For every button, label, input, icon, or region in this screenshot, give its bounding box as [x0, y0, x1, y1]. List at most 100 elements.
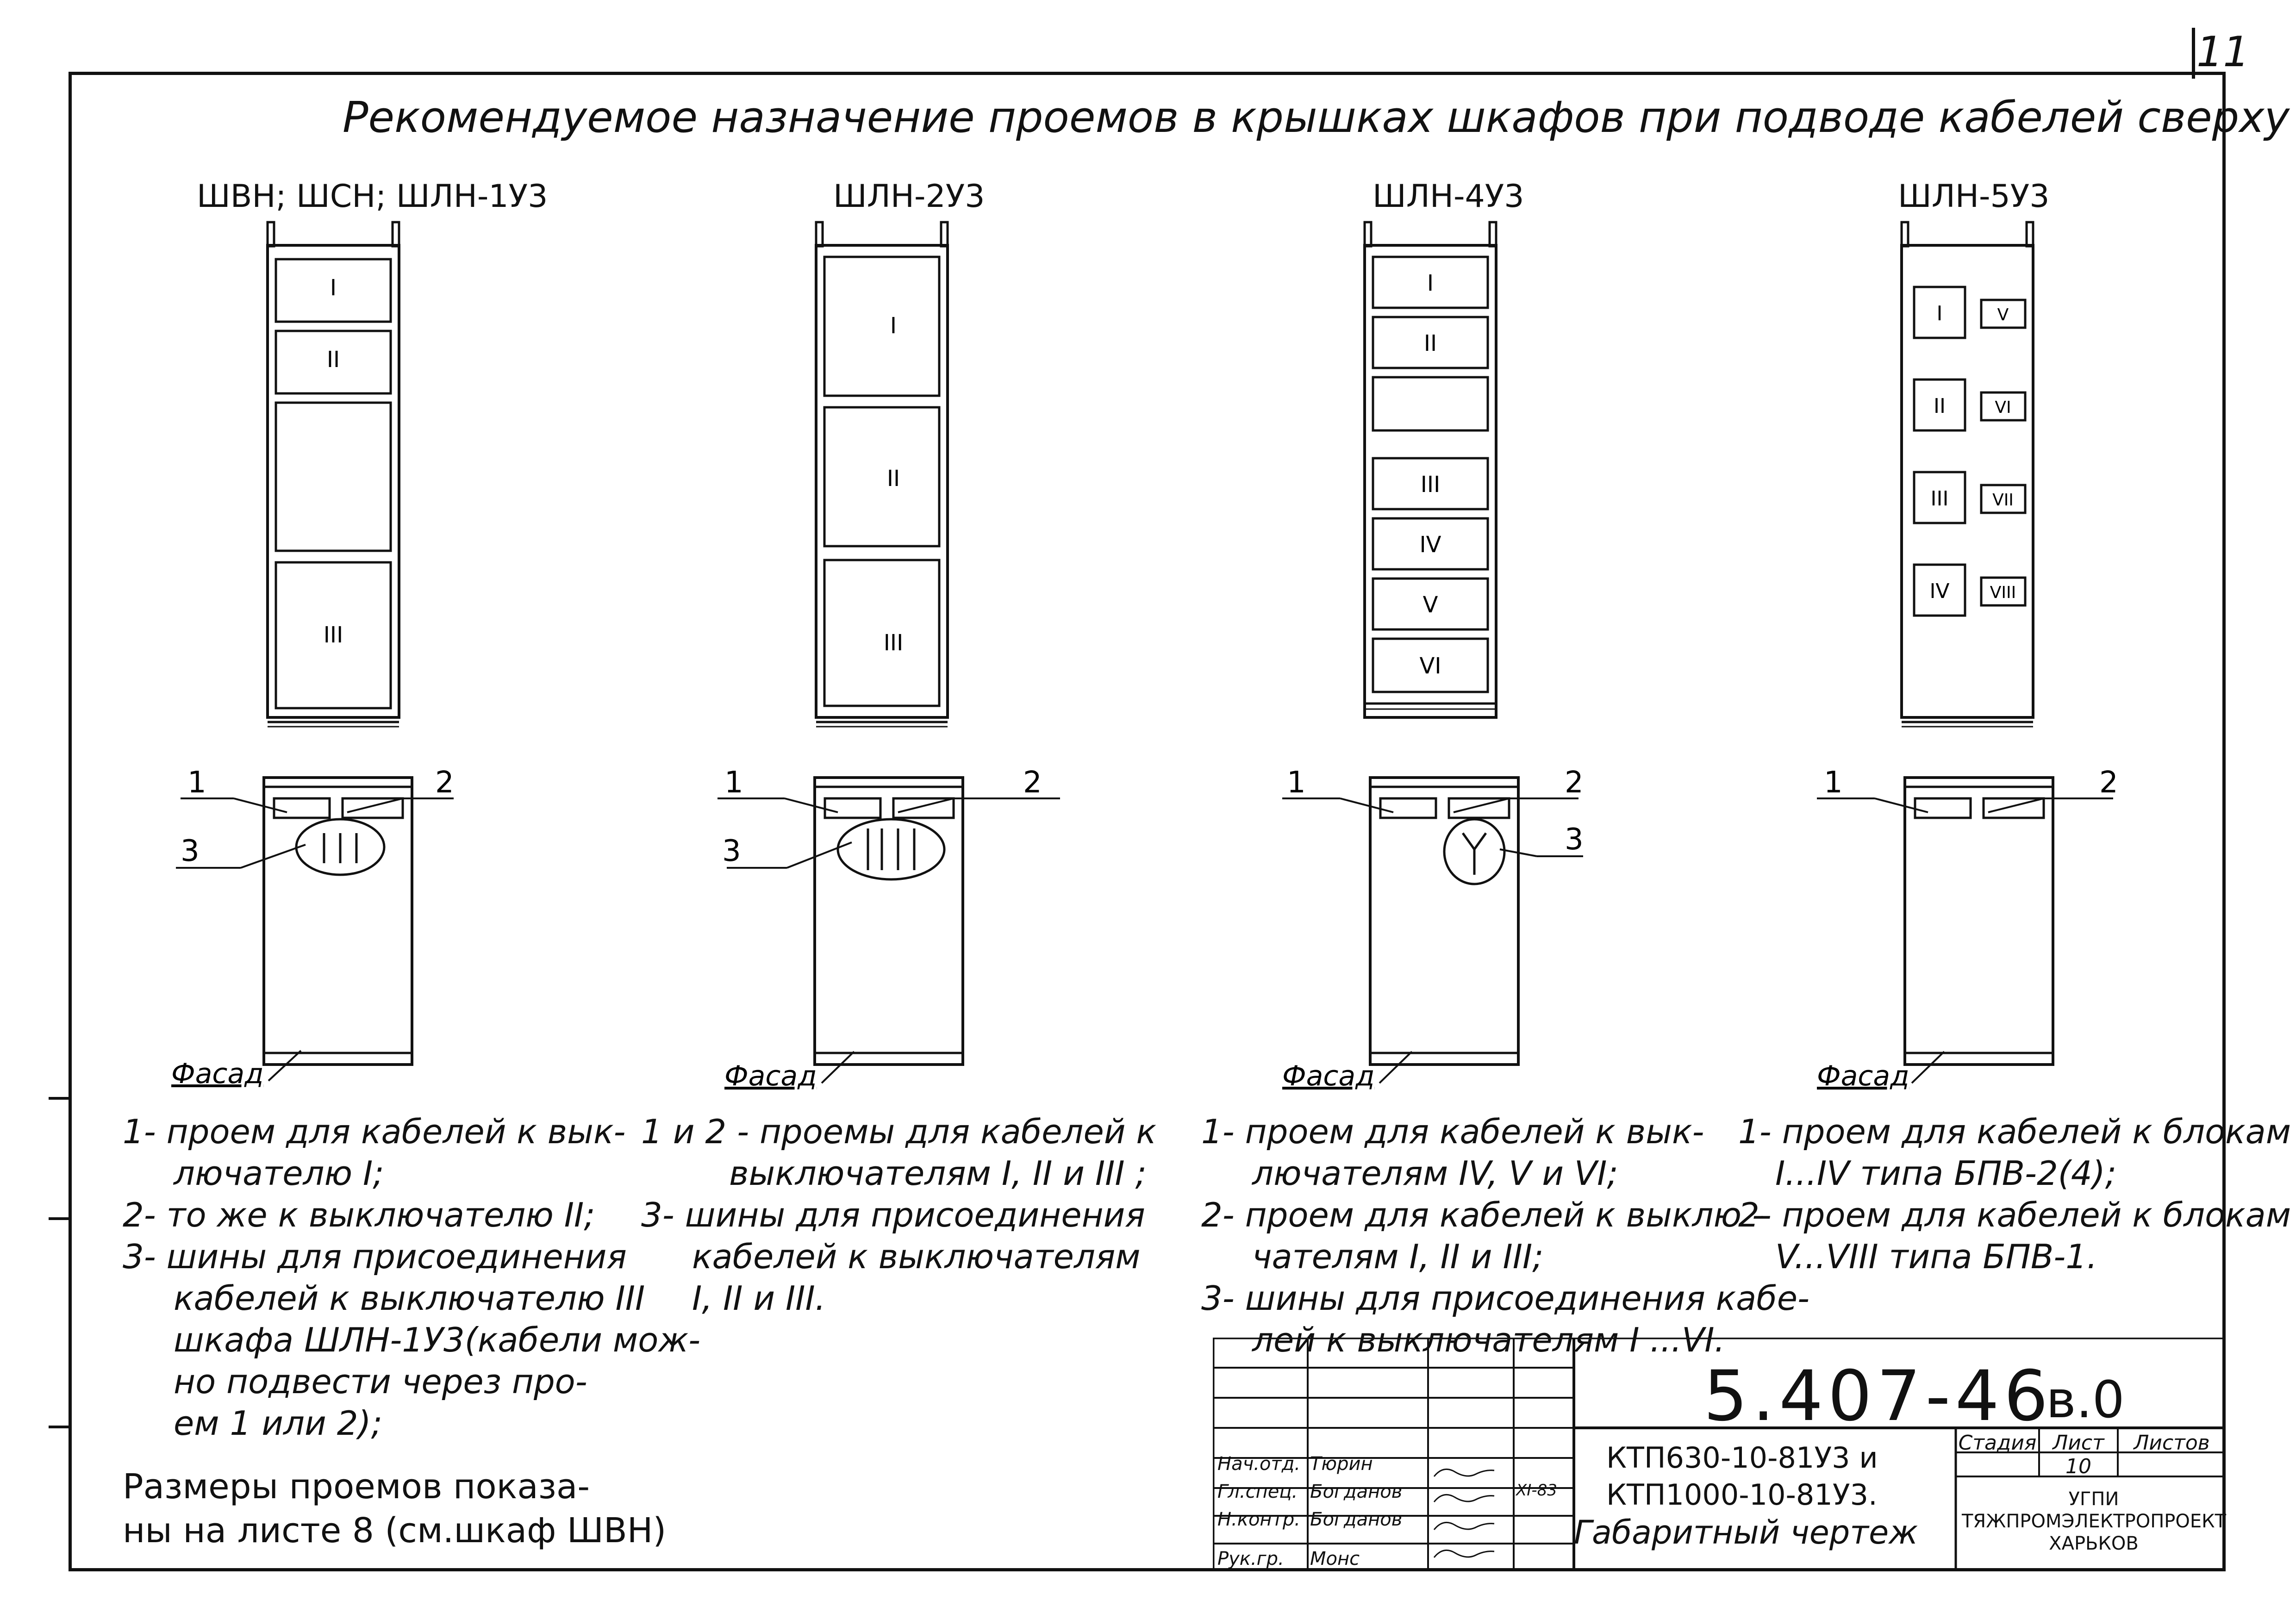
- note-line: 3- шины для присоединения кабе-: [1201, 1279, 1809, 1318]
- stage-header: Стадия: [1958, 1431, 2037, 1455]
- callout-3: 3: [1565, 822, 1584, 857]
- opening-label: II: [1934, 394, 1946, 418]
- cabinet-2-notes: 1 и 2 - проемы для кабелей к выключателя…: [641, 1111, 1156, 1319]
- opening-label: IV: [1420, 532, 1441, 558]
- opening-label: I: [1427, 270, 1434, 296]
- note-line: ны на листе 8 (см.шкаф ШВН): [123, 1511, 667, 1551]
- opening-label: III: [884, 630, 903, 656]
- note-line: 3- шины для присоединения: [641, 1196, 1145, 1234]
- signature-name: Богданов: [1310, 1509, 1403, 1530]
- signature-role: Рук.гр.: [1217, 1548, 1284, 1569]
- opening-label: VIII: [1990, 583, 2016, 602]
- facade-label: Фасад: [724, 1060, 817, 1092]
- opening-label: VII: [1992, 491, 2014, 510]
- callout-3: 3: [181, 834, 200, 868]
- callout-2: 2: [2099, 766, 2118, 800]
- opening-label: I: [890, 313, 897, 339]
- note-line: лючателям IV, V и VI;: [1252, 1154, 1618, 1193]
- opening-label: III: [1931, 487, 1949, 511]
- note-line: кабелей к выключателю III: [174, 1279, 645, 1318]
- document-name-line: КТП630-10-81У3 и: [1606, 1441, 1878, 1475]
- opening-label: I: [330, 275, 337, 301]
- note-line: 2- то же к выключателю II;: [123, 1196, 595, 1234]
- opening-label: III: [1421, 472, 1440, 498]
- callout-2: 2: [1023, 766, 1042, 800]
- sheet-value: 10: [2065, 1455, 2091, 1478]
- cabinet-4-facade: 1 2 Фасад: [1817, 766, 2118, 1092]
- cabinet-3-facade: 1 2 3 Фасад: [1282, 766, 1584, 1092]
- opening-label: VI: [1420, 653, 1441, 679]
- note-line: Размеры проемов показа-: [123, 1467, 590, 1507]
- cabinet-4-title: ШЛН-5У3: [1898, 178, 2050, 215]
- note-line: кабелей к выключателям: [692, 1237, 1141, 1276]
- document-name-line: КТП1000-10-81У3.: [1606, 1478, 1878, 1512]
- facade-label: Фасад: [1817, 1060, 1909, 1092]
- callout-1: 1: [724, 766, 743, 800]
- sheet-number: 11: [2196, 28, 2250, 76]
- cabinet-1-top-view: I II III: [266, 221, 400, 728]
- cabinet-3-notes: 1- проем для кабелей к вык- лючателям IV…: [1201, 1111, 1809, 1361]
- signature-role: Нач.отд.: [1217, 1453, 1301, 1475]
- document-type: Габаритный чертеж: [1574, 1513, 1918, 1551]
- note-line: I, II и III.: [692, 1279, 826, 1318]
- note-line: ем 1 или 2);: [174, 1404, 382, 1443]
- note-line: I...IV типа БПВ-2(4);: [1775, 1154, 2117, 1193]
- opening-label: IV: [1929, 579, 1949, 603]
- sheet-header: Лист: [2053, 1431, 2104, 1455]
- document-code: 5.407-46: [1703, 1356, 2053, 1437]
- opening-label: II: [1424, 330, 1437, 356]
- note-line: 2- проем для кабелей к выклю -: [1201, 1196, 1764, 1234]
- note-line: выключателям I, II и III ;: [729, 1154, 1147, 1193]
- opening-label: V: [1997, 305, 2009, 324]
- signature-date: XI-83: [1516, 1481, 1557, 1500]
- note-line: лючателю I;: [174, 1154, 384, 1193]
- cabinet-2-facade: 1 2 3 Фасад: [718, 766, 1060, 1092]
- note-line: 1- проем для кабелей к вык-: [1201, 1112, 1704, 1151]
- cabinet-2-title: ШЛН-2У3: [833, 178, 985, 215]
- note-line: чателям I, II и III;: [1252, 1237, 1544, 1276]
- document-variant: в.0: [2046, 1370, 2125, 1429]
- cabinet-3-top-view: I II III IV V VI: [1363, 221, 1497, 719]
- opening-label: VI: [1995, 398, 2011, 417]
- note-line: 3- шины для присоединения: [123, 1237, 627, 1276]
- organization: УГПИ ТЯЖПРОМЭЛЕКТРОПРОЕКТ ХАРЬКОВ: [1962, 1488, 2226, 1555]
- cabinet-1-title: ШВН; ШСН; ШЛН-1У3: [197, 178, 548, 215]
- organization-line: УГПИ: [2068, 1488, 2119, 1510]
- note-line: шкафа ШЛН-1У3(кабели мож-: [174, 1320, 701, 1359]
- cabinet-1-facade: 1 2 3 Фасад: [171, 766, 454, 1090]
- callout-1: 1: [187, 766, 206, 800]
- cabinet-4-notes: 1- проем для кабелей к блокам I...IV тип…: [1738, 1111, 2291, 1277]
- facade-label: Фасад: [171, 1058, 264, 1090]
- facade-label: Фасад: [1282, 1060, 1375, 1092]
- size-reference-note: Размеры проемов показа- ны на листе 8 (с…: [123, 1465, 666, 1553]
- sheets-header: Листов: [2134, 1431, 2210, 1455]
- note-line: 1- проем для кабелей к вык-: [123, 1112, 626, 1151]
- organization-line: ТЯЖПРОМЭЛЕКТРОПРОЕКТ: [1962, 1511, 2227, 1532]
- note-line: 2- проем для кабелей к блокам: [1738, 1196, 2291, 1234]
- callout-2: 2: [1565, 766, 1584, 800]
- callout-1: 1: [1287, 766, 1306, 800]
- sheet-number-divider: [2192, 28, 2195, 79]
- opening-label: II: [327, 347, 340, 373]
- callout-2: 2: [435, 766, 454, 800]
- note-line: 1- проем для кабелей к блокам: [1738, 1112, 2291, 1151]
- opening-label: I: [1937, 302, 1943, 325]
- callout-1: 1: [1824, 766, 1843, 800]
- cabinet-4-top-view: I II III IV V VI VII VIII: [1900, 221, 2034, 728]
- signature-role: Гл.спец.: [1217, 1481, 1298, 1502]
- opening-label: III: [324, 622, 343, 648]
- note-line: V...VIII типа БПВ-1.: [1775, 1237, 2097, 1276]
- document-name: КТП630-10-81У3 и КТП1000-10-81У3.: [1606, 1439, 1878, 1513]
- note-line: но подвести через про-: [174, 1362, 587, 1401]
- drawing-frame: [69, 72, 2226, 1571]
- margin-tick: [49, 1426, 69, 1428]
- cabinet-3-title: ШЛН-4У3: [1373, 178, 1524, 215]
- signature-name: Тюрин: [1310, 1453, 1373, 1475]
- margin-tick: [49, 1097, 69, 1100]
- cabinet-1-notes: 1- проем для кабелей к вык- лючателю I; …: [123, 1111, 700, 1444]
- organization-line: ХАРЬКОВ: [2049, 1533, 2139, 1554]
- opening-label: V: [1423, 592, 1438, 618]
- margin-tick: [49, 1217, 69, 1220]
- signature-role: Н.контр.: [1217, 1509, 1300, 1530]
- note-line: лей к выключателям I ...VI.: [1252, 1320, 1725, 1359]
